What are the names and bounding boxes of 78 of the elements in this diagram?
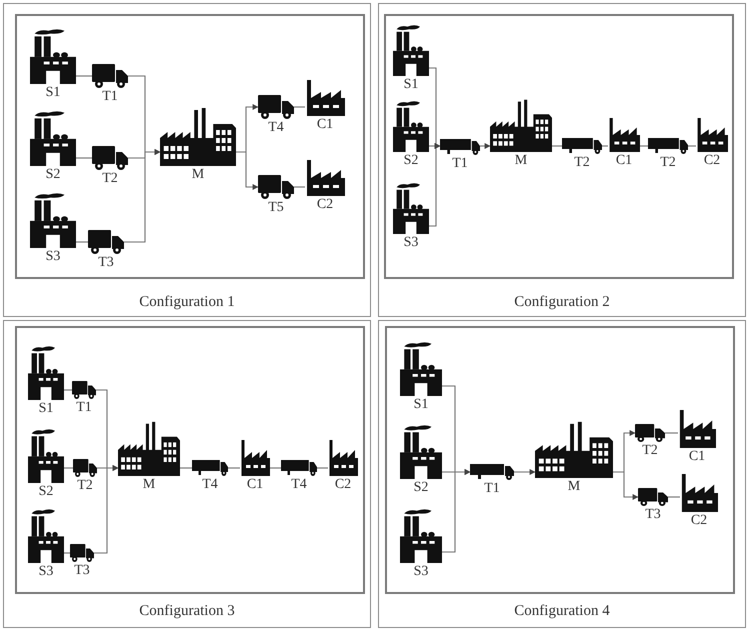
connector-line [228,467,240,469]
connector-line [613,471,639,500]
connector-line [480,143,491,149]
connector-line [270,467,281,469]
node-label: M [568,479,580,494]
node-label: T1 [102,89,118,104]
node-label: T1 [452,156,468,171]
node-label: T2 [77,478,93,493]
connector-line [64,389,72,391]
connector-line [76,75,92,77]
node-label: T3 [645,507,661,522]
diagram-frame [384,14,734,279]
connector-line [76,157,92,159]
connector-line [429,143,441,227]
panel-frame [378,320,746,628]
connector-line [552,145,562,147]
connector-line [64,552,70,554]
connector-line [602,145,608,147]
node-label: T2 [660,155,676,170]
node-label: S3 [38,564,54,579]
connector-line [665,432,678,434]
node-label: C1 [688,449,706,464]
node-label: S2 [46,167,60,182]
node-label: T4 [202,477,218,492]
node-label: M [192,167,204,182]
panel-title: Configuration 1 [139,294,235,310]
connector-line [180,467,192,469]
node-label: C1 [616,153,632,168]
panel-title: Configuration 4 [514,603,610,619]
connector-line [668,496,680,498]
connector-line [317,467,328,469]
node-label: S2 [414,480,428,495]
panel-frame [3,3,371,317]
node-label: T2 [642,443,658,458]
node-label: S1 [404,77,418,92]
connector-line [76,241,88,243]
connector-line [442,469,471,553]
node-label: T2 [102,171,118,186]
node-label: T4 [291,477,307,492]
node-label: M [142,477,156,492]
node-label: S2 [38,484,54,499]
node-label: T1 [76,400,92,415]
node-label: S1 [38,401,54,416]
node-label: S3 [404,235,418,250]
node-label: S1 [414,397,428,412]
node-label: C2 [316,197,334,212]
node-label: C2 [704,153,720,168]
node-label: S3 [46,249,60,264]
panel-frame [378,3,746,317]
node-label: S1 [46,85,60,100]
node-label: C2 [334,477,352,492]
connector-line [64,467,73,469]
node-label: C2 [690,513,708,528]
connector-line [514,469,536,475]
node-label: T3 [98,255,114,270]
node-label: S3 [414,564,428,579]
connector-line [124,149,161,243]
connector-line [94,465,119,554]
node-label: S2 [404,153,418,168]
node-label: T3 [74,563,90,578]
diagram-frame [385,326,735,594]
node-label: C1 [246,477,264,492]
diagram-frame [15,14,365,279]
connector-line [294,106,305,108]
diagram-frame [15,326,365,594]
node-label: T1 [484,481,500,496]
node-label: M [514,153,528,168]
node-label: T2 [574,155,590,170]
connector-line [688,145,696,147]
node-label: T4 [268,120,284,135]
panel-title: Configuration 2 [514,294,610,310]
connector-line [236,151,259,190]
node-label: C1 [316,117,334,132]
node-label: T5 [268,200,284,215]
connector-line [640,145,648,147]
panel-title: Configuration 3 [139,603,235,619]
connector-line [294,186,305,188]
panel-frame [3,320,371,628]
